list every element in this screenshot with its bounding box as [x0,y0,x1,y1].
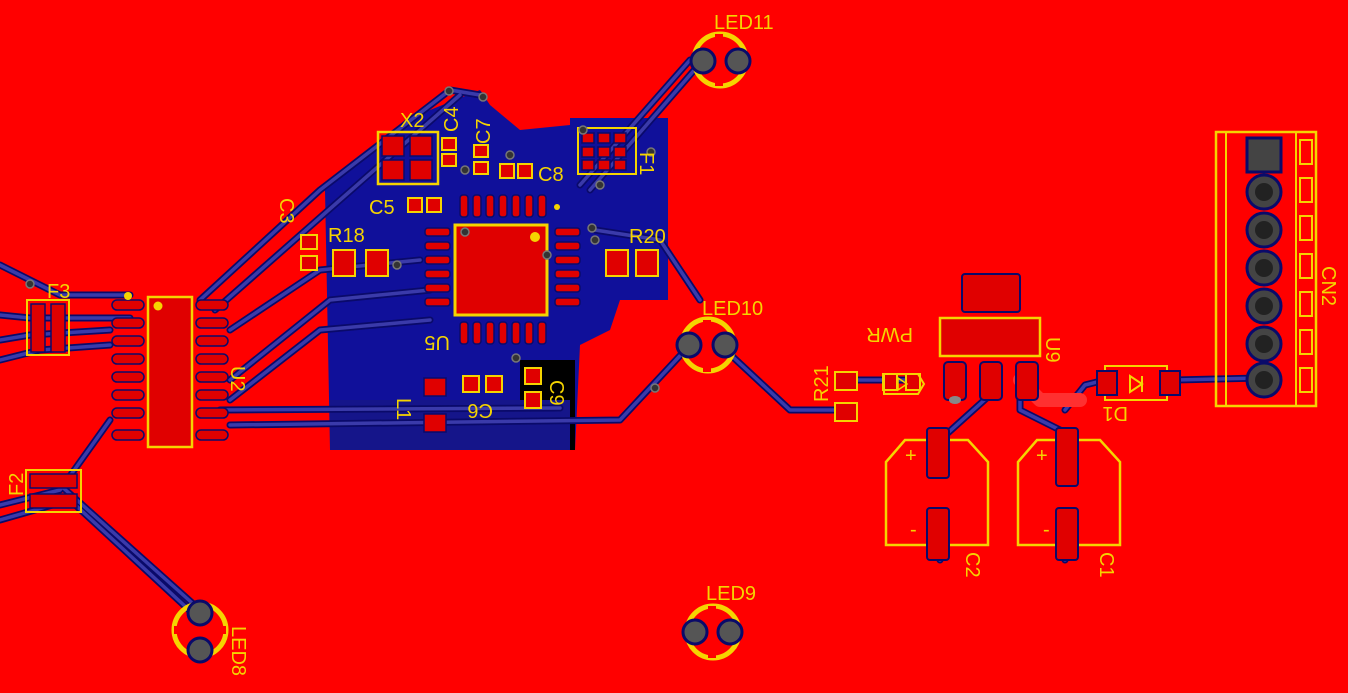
label-c8: C8 [538,164,564,186]
led-pwr[interactable] [883,373,926,395]
capacitor-c1[interactable] [1016,427,1122,561]
label-u5: U5 [424,331,450,353]
label-f1: F1 [635,152,657,175]
inductor-l1[interactable] [423,377,447,433]
label-f3: F3 [47,281,70,303]
chip-u5[interactable] [424,194,581,345]
label-c7: C7 [473,118,495,144]
led8[interactable] [171,599,229,664]
label-l1: L1 [392,398,414,420]
label-u2: U2 [226,366,248,392]
label-r20: R20 [629,226,666,248]
fuse-f3[interactable] [26,299,70,356]
capacitor-c2[interactable] [884,427,990,561]
label-c9: C9 [545,380,567,406]
vias [25,86,660,393]
label-c3: C3 [275,198,297,224]
label-r18: R18 [328,225,365,247]
label-x2: X2 [400,110,424,132]
label-pwr: PWR [866,323,913,345]
crystal-x2[interactable] [376,130,440,186]
label-cn2: CN2 [1317,266,1339,306]
led11[interactable] [689,31,752,89]
minus-c2: - [910,519,917,541]
label-c5: C5 [369,197,395,219]
label-f2: F2 [6,473,28,496]
regulator-u9[interactable] [938,273,1042,404]
label-c6: C6 [467,399,493,421]
label-c1: C1 [1095,552,1117,578]
connector-cn2[interactable] [1214,130,1318,408]
plus-c2: + [905,445,917,467]
label-led8: LED8 [227,626,249,676]
label-led11: LED11 [714,12,774,34]
label-led10: LED10 [702,298,763,320]
label-r21: R21 [811,365,833,402]
label-led9: LED9 [706,583,756,605]
plus-c1: + [1036,445,1048,467]
minus-c1: - [1043,519,1050,541]
smd-components [300,137,921,422]
led10[interactable] [675,316,739,374]
label-c2: C2 [961,552,983,578]
diode-symbol-icon [1129,374,1144,394]
fuse-f2[interactable] [25,469,82,513]
silkscreen-labels: LED11 LED10 LED9 LED8 X2 C4 C7 C8 C5 C3 … [6,12,1339,676]
diode-d1[interactable] [1096,365,1181,401]
chip-u2[interactable] [111,292,229,449]
label-c4: C4 [441,106,463,132]
fuse-f1[interactable] [577,127,637,175]
label-u9: U9 [1041,337,1063,363]
label-d1: D1 [1102,402,1128,424]
led9[interactable] [681,603,744,661]
